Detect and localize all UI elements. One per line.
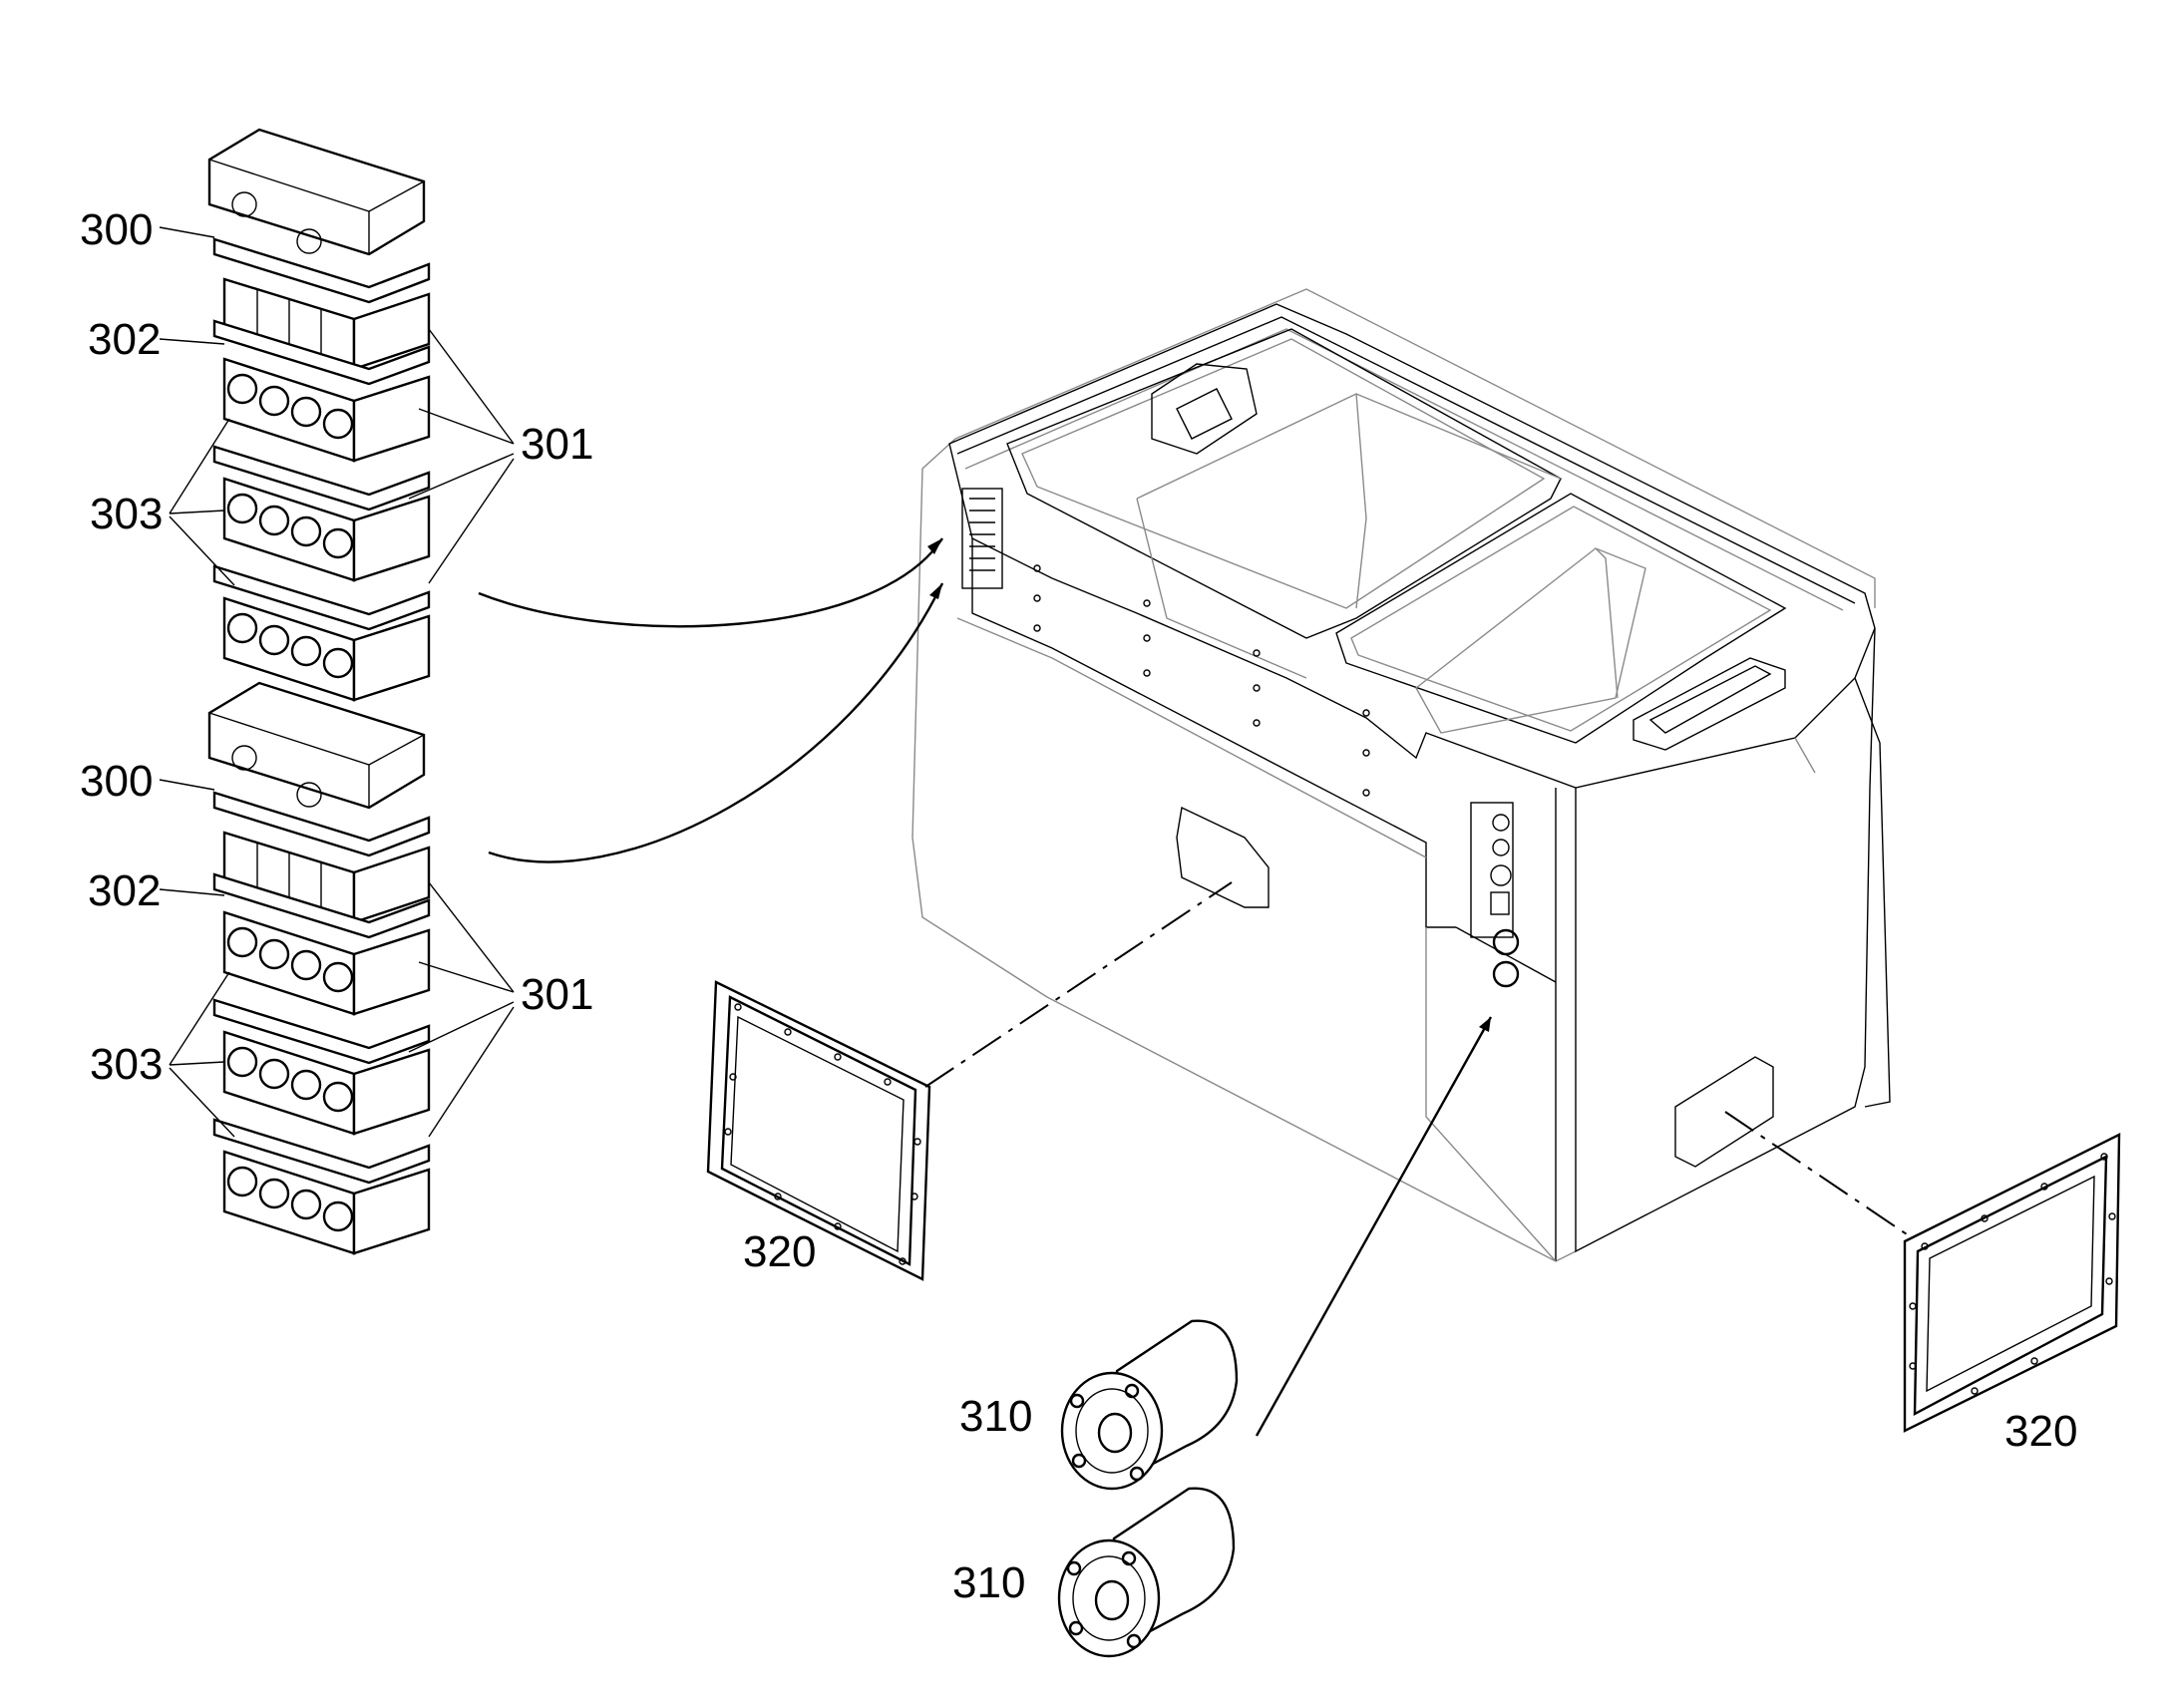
ref-300-lower: 300 bbox=[80, 757, 153, 806]
ref-303-upper: 303 bbox=[90, 490, 163, 538]
center-lines bbox=[924, 881, 1911, 1237]
assembly-arrows bbox=[478, 537, 1493, 1437]
main-housing bbox=[911, 288, 1891, 1262]
gasket-right bbox=[1903, 1133, 2121, 1433]
ref-310-upper: 310 bbox=[959, 1392, 1032, 1441]
ref-320-left: 320 bbox=[743, 1227, 816, 1276]
fan-module-lower bbox=[207, 681, 431, 1255]
ref-301-lower: 301 bbox=[521, 970, 593, 1019]
ref-301-upper: 301 bbox=[521, 420, 593, 469]
ref-300-upper: 300 bbox=[80, 205, 153, 254]
leader-lines bbox=[159, 226, 515, 1138]
reference-numerals: 300 302 301 303 300 302 301 303 320 320 … bbox=[80, 205, 2077, 1607]
ref-320-right: 320 bbox=[2004, 1407, 2077, 1456]
ref-302-lower: 302 bbox=[88, 866, 161, 915]
gasket-left bbox=[706, 980, 931, 1281]
bushing-lower bbox=[1057, 1487, 1236, 1658]
bushing-upper bbox=[1060, 1319, 1239, 1491]
ref-310-lower: 310 bbox=[952, 1558, 1025, 1607]
fan-module-upper bbox=[207, 128, 431, 702]
ref-302-upper: 302 bbox=[88, 315, 161, 364]
ref-303-lower: 303 bbox=[90, 1040, 163, 1089]
